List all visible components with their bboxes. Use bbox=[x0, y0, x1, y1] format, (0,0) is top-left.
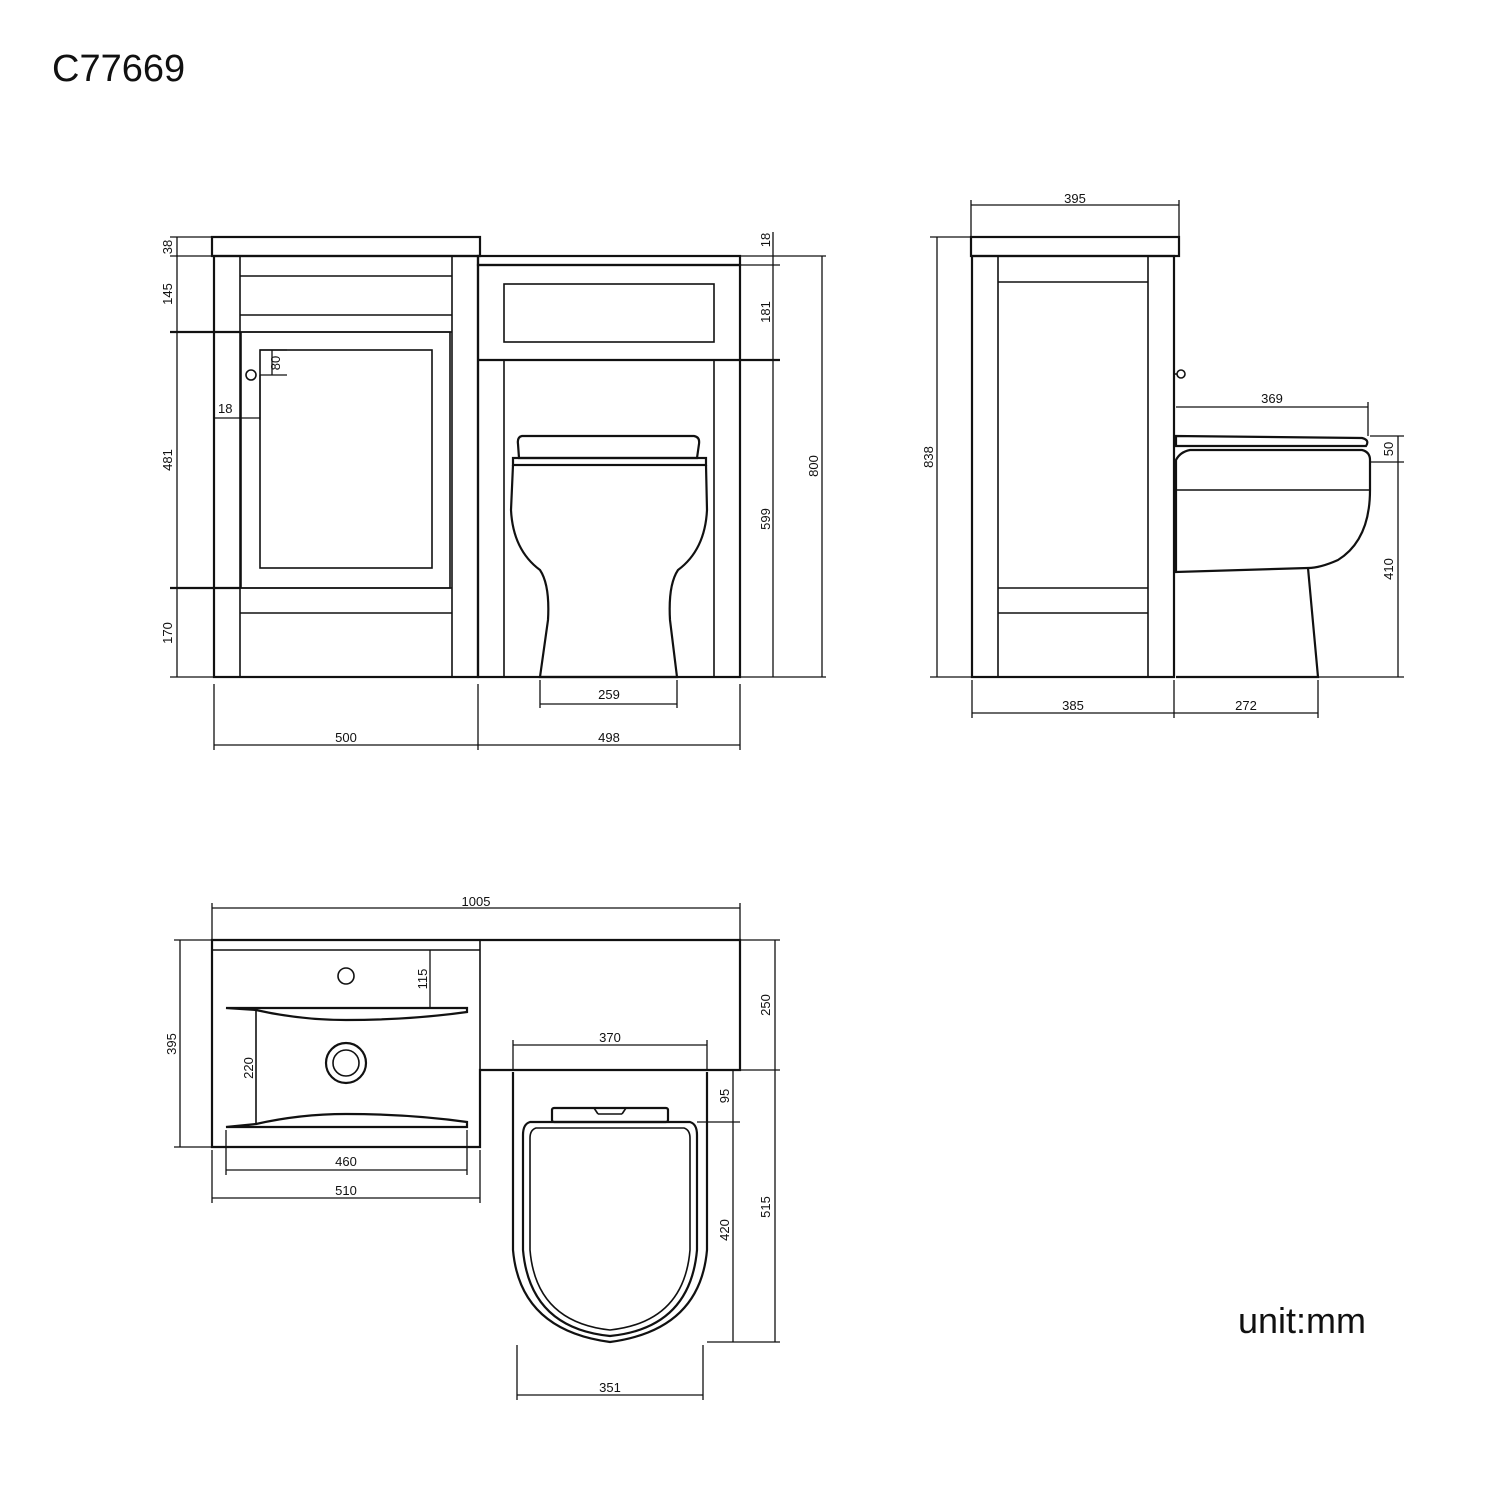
pan-height-label: 410 bbox=[1381, 558, 1396, 580]
plan-outline bbox=[210, 938, 742, 1149]
wc-unit-top bbox=[476, 254, 742, 267]
top-thickness-label: 38 bbox=[160, 240, 175, 254]
wc-top-thickness-label: 18 bbox=[758, 233, 773, 247]
flush-button-icon bbox=[1176, 369, 1186, 379]
pan-projection-label: 272 bbox=[1235, 698, 1257, 713]
drawer-height-label: 145 bbox=[160, 283, 175, 305]
plinth-height-label: 170 bbox=[160, 622, 175, 644]
wc-panel-inset bbox=[503, 283, 715, 343]
unit-depth-label: 250 bbox=[758, 994, 773, 1016]
bowl-depth-label: 220 bbox=[241, 1057, 256, 1079]
wc-lower-height-label: 599 bbox=[758, 508, 773, 530]
pan-width-label: 351 bbox=[599, 1380, 621, 1395]
toilet-side bbox=[1174, 434, 1372, 679]
side-view: 395 838 369 50 410 385 272 bbox=[921, 191, 1404, 718]
cabinet-depth-label: 385 bbox=[1062, 698, 1084, 713]
unit-note: unit:mm bbox=[1238, 1300, 1367, 1341]
wc-unit-width-label: 498 bbox=[598, 730, 620, 745]
plan-depth-label: 395 bbox=[164, 1033, 179, 1055]
tap-offset-label: 115 bbox=[415, 969, 430, 990]
side-top bbox=[969, 235, 1181, 258]
basin-inner-width-label: 460 bbox=[335, 1154, 357, 1169]
seat-length-label: 369 bbox=[1261, 391, 1283, 406]
seat-thickness-label: 50 bbox=[1381, 442, 1396, 456]
wc-panel-height-label: 181 bbox=[758, 301, 773, 323]
vanity-carcass bbox=[212, 254, 480, 679]
pan-depth-label: 515 bbox=[758, 1196, 773, 1218]
side-carcass bbox=[970, 254, 1176, 679]
handle-v-label: 80 bbox=[268, 356, 283, 370]
basin-outer-width-label: 510 bbox=[335, 1183, 357, 1198]
plan-view: 1005 115 220 395 460 510 250 bbox=[164, 894, 780, 1400]
wc-unit-carcass bbox=[476, 263, 742, 679]
door-knob bbox=[245, 369, 257, 381]
front-view: 18 80 38 145 481 170 259 bbox=[160, 232, 826, 750]
side-top-depth-label: 395 bbox=[1064, 191, 1086, 206]
waste-outer-icon bbox=[324, 1041, 368, 1085]
total-width-label: 1005 bbox=[462, 894, 491, 909]
door-panel bbox=[259, 349, 433, 569]
pan-top-width-label: 370 bbox=[599, 1030, 621, 1045]
tap-hole-icon bbox=[337, 967, 355, 985]
waste-inner-icon bbox=[332, 1049, 360, 1077]
vanity-top bbox=[210, 235, 482, 258]
toilet-plan bbox=[511, 1072, 709, 1344]
side-height-label: 838 bbox=[921, 446, 936, 468]
lid-depth-label: 95 bbox=[717, 1089, 732, 1103]
handle-h-label: 18 bbox=[218, 401, 232, 416]
door-height-label: 481 bbox=[160, 449, 175, 471]
pan-base-width-label: 259 bbox=[598, 687, 620, 702]
vanity-width-label: 500 bbox=[335, 730, 357, 745]
toilet-front bbox=[509, 434, 709, 679]
wc-unit-height-label: 800 bbox=[806, 455, 821, 477]
drawing-code: C77669 bbox=[52, 48, 186, 90]
seat-depth-label: 420 bbox=[717, 1219, 732, 1241]
